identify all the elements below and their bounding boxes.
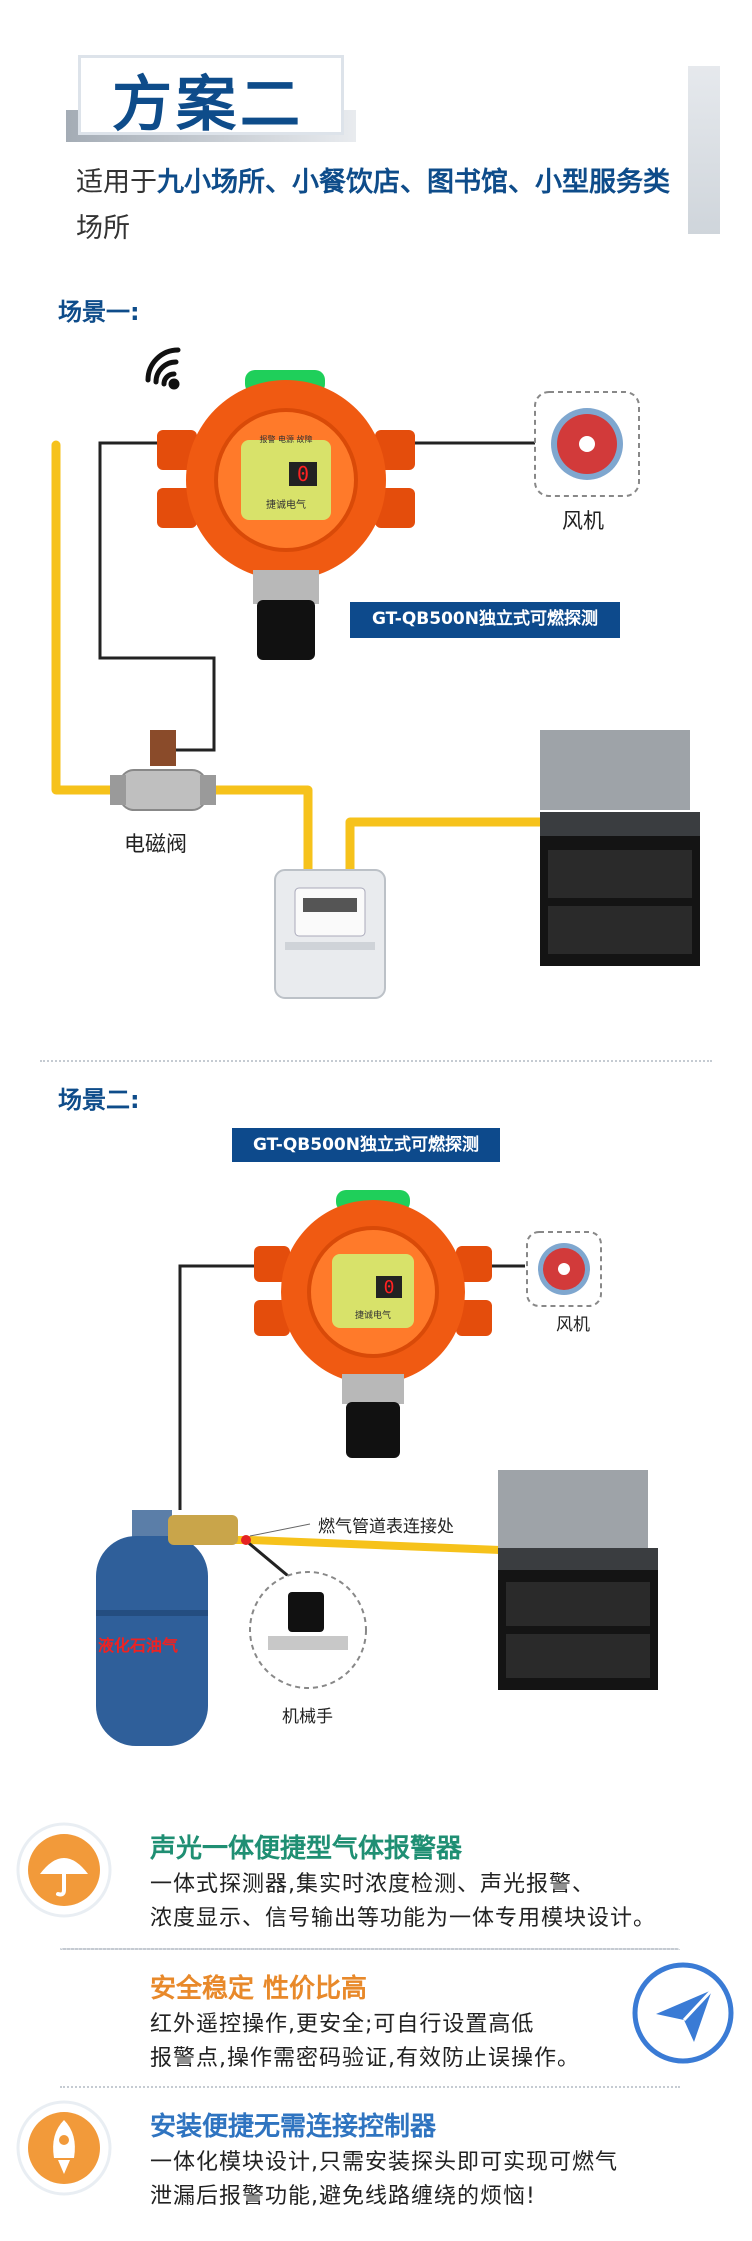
scene1-detector-tag: GT-QB500N独立式可燃探测器 [350, 602, 620, 663]
feature1-body-line1: 一体式探测器,集实时浓度检测、声光报警、 [150, 1872, 595, 1897]
feature2-title: 安全稳定 性价比高 [150, 1974, 368, 2004]
pipe-connection-label: 燃气管道表连接处 [318, 1517, 454, 1537]
feature-divider [60, 1948, 680, 1950]
applicable-description: 适用于九小场所、小餐饮店、图书馆、小型服务类场所 [76, 167, 670, 244]
paper-plane-icon [632, 1962, 734, 2064]
gas-detector-icon: 0 报警 电源 故障 捷诚电气 [157, 370, 415, 660]
svg-text:0: 0 [297, 462, 309, 486]
fan-icon [534, 391, 640, 497]
umbrella-icon [16, 1822, 112, 1918]
feature1-title: 声光一体便捷型气体报警器 [150, 1834, 463, 1864]
cooktop-icon [540, 730, 700, 966]
pipe-junction-marker [241, 1535, 251, 1545]
svg-text:报警 电源 故障: 报警 电源 故障 [259, 434, 312, 444]
feature2-body-line2: 报警点,操作需密码验证,有效防止误操作。 [150, 2046, 580, 2071]
pipe-label-leader [249, 1523, 311, 1537]
page-title: 方案二 [112, 70, 304, 140]
fan-icon [526, 1231, 602, 1307]
lpg-cylinder-icon [96, 1510, 208, 1746]
scene1-fan-label: 风机 [562, 509, 604, 533]
svg-text:0: 0 [384, 1277, 395, 1298]
regulator-icon [168, 1515, 238, 1545]
feature3-body-line2: 泄漏后报警功能,避免线路缠绕的烦恼! [150, 2184, 536, 2209]
feature1-body-line2: 浓度显示、信号输出等功能为一体专用模块设计。 [150, 1906, 657, 1931]
scene1-label: 场景一: [58, 298, 140, 326]
gas-detector-icon: 0 捷诚电气 [254, 1190, 492, 1458]
feature3-title: 安装便捷无需连接控制器 [150, 2112, 437, 2142]
gas-meter-icon [274, 869, 386, 999]
decor-bar [688, 66, 720, 234]
scene2-detector-tag: GT-QB500N独立式可燃探测器 [232, 1128, 500, 1189]
svg-text:捷诚电气: 捷诚电气 [266, 498, 306, 511]
cooktop-icon [498, 1470, 658, 1690]
feature3-body-line1: 一体化模块设计,只需安装探头即可实现可燃气 [150, 2150, 618, 2175]
signal-wire [98, 441, 535, 752]
solenoid-valve-icon [110, 730, 216, 811]
wifi-icon [145, 347, 181, 390]
lpg-cylinder-label: 液化石油气 [98, 1636, 179, 1655]
scene1-valve-label: 电磁阀 [124, 832, 187, 856]
manipulator-label: 机械手 [282, 1707, 333, 1727]
section-divider [40, 1060, 712, 1062]
rocket-icon [16, 2100, 112, 2196]
scene2-fan-label: 风机 [556, 1315, 590, 1335]
scene2-diagram: 0 捷诚电气 [96, 1190, 658, 1746]
manipulator-icon [249, 1571, 367, 1689]
scene1-diagram: 0 报警 电源 故障 捷诚电气 [51, 347, 700, 999]
feature-divider [60, 2086, 680, 2088]
scene2-label: 场景二: [58, 1086, 140, 1114]
feature2-body-line1: 红外遥控操作,更安全;可自行设置高低 [150, 2012, 535, 2037]
title-frame [78, 55, 344, 135]
svg-text:捷诚电气: 捷诚电气 [355, 1309, 391, 1321]
